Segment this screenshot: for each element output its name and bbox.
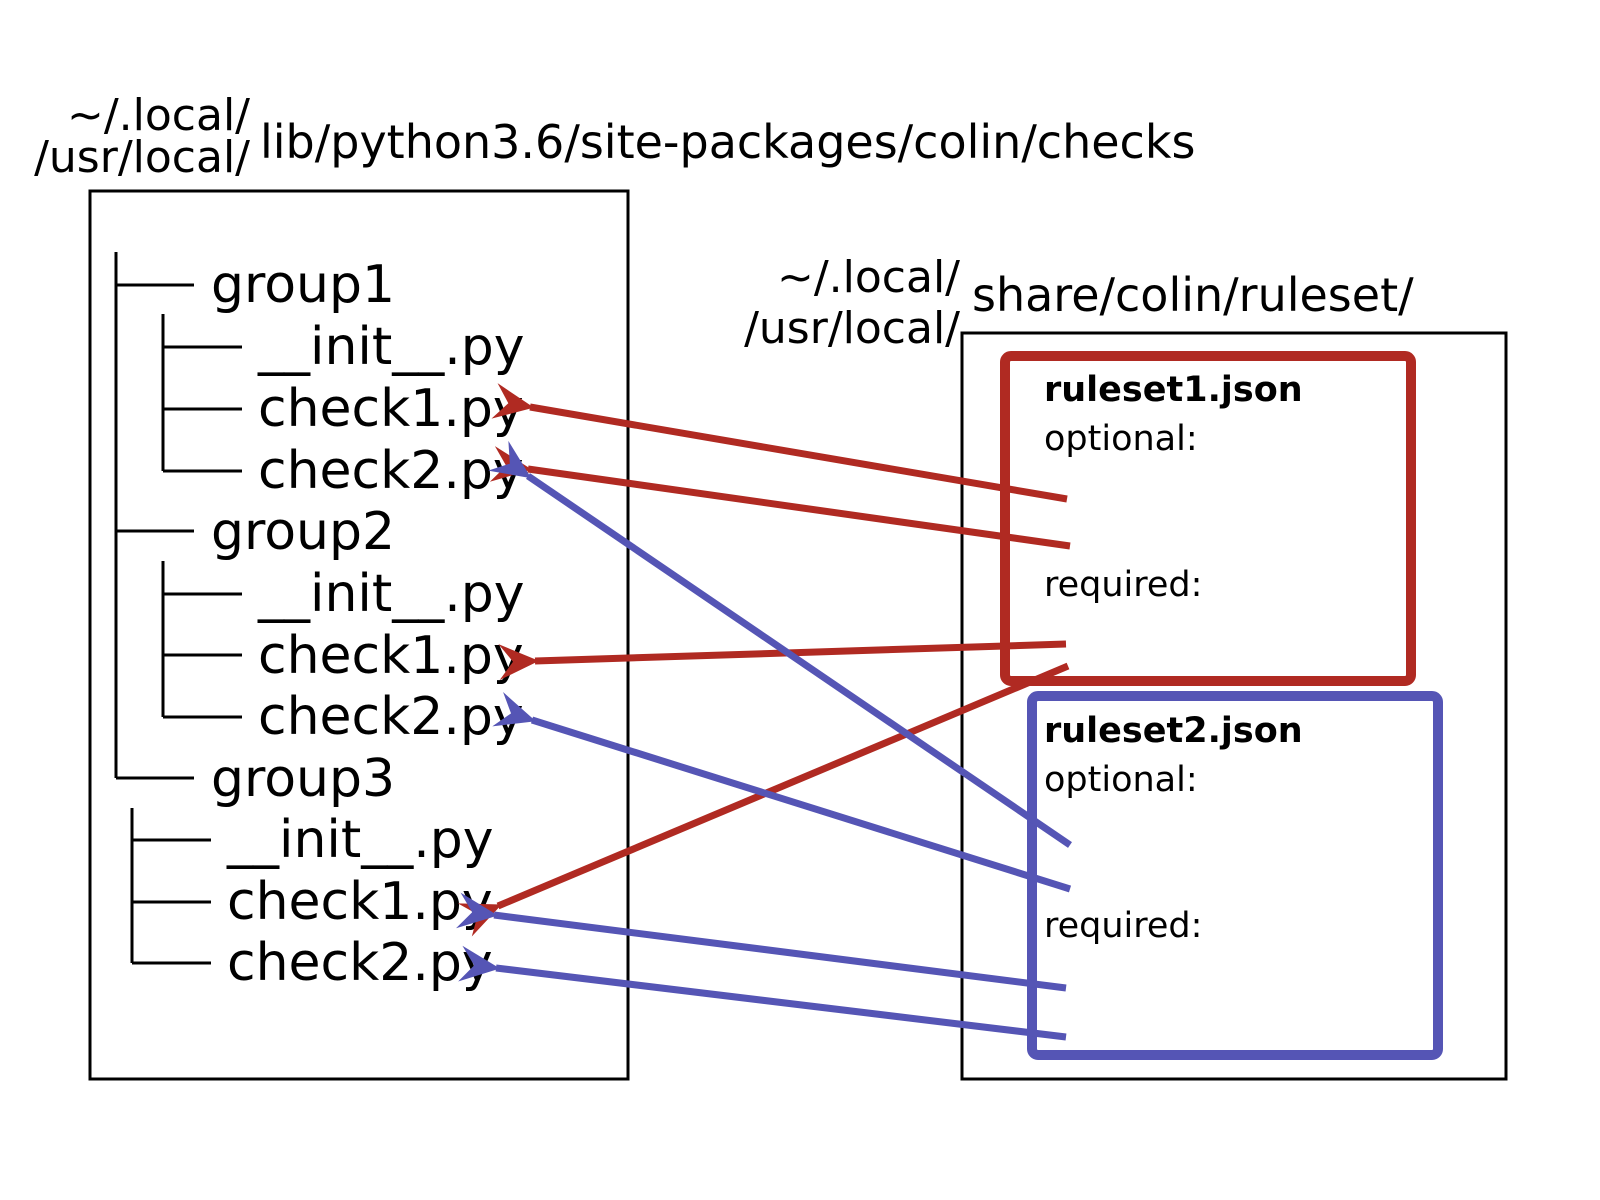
arrow-ruleset2-group1-check2 [488, 440, 1072, 848]
tree-connectors [114, 252, 242, 965]
group1-check2-file: check2.py [258, 441, 524, 501]
checks-directory-frame [88, 189, 630, 1081]
ruleset1-required-label: required: [1044, 565, 1202, 605]
ruleset1-optional-label: optional: [1044, 419, 1198, 459]
ruleset2-box: ruleset2.json optional: required: [1027, 691, 1443, 1060]
ruleset2-required-label: required: [1044, 906, 1202, 946]
group3-file-connectors [130, 808, 211, 965]
group1-label: group1 [211, 255, 395, 315]
ruleset-directory: ~/.local/ /usr/local/ share/colin/rulese… [744, 252, 1508, 1081]
ruleset2-title: ruleset2.json [1044, 711, 1303, 751]
group1-file-connectors [161, 314, 242, 473]
group2-label: group2 [211, 502, 395, 562]
ruleset1-title: ruleset1.json [1044, 370, 1303, 410]
ruleset2-optional-label: optional: [1044, 760, 1198, 800]
reference-arrows [456, 383, 1072, 1041]
ruleset-path: share/colin/ruleset/ [972, 268, 1414, 322]
arrow-ruleset1-group1-check2 [489, 446, 1071, 550]
group-connectors [114, 252, 194, 780]
group3-init-file: __init__.py [226, 810, 494, 870]
arrow-ruleset2-group3-check1 [456, 892, 1067, 992]
group1-init-file: __init__.py [257, 317, 525, 377]
group2-file-connectors [161, 561, 242, 719]
checks-prefix-home: ~/.local/ [67, 90, 250, 141]
group3-check1-file: check1.py [227, 872, 493, 932]
group2-init-file: __init__.py [257, 564, 525, 624]
arrow-ruleset1-group2-check1 [498, 640, 1067, 681]
group2-check2-file: check2.py [258, 687, 524, 747]
ruleset1-box: ruleset1.json optional: required: [1000, 351, 1416, 686]
ruleset-prefix-usr: /usr/local/ [744, 303, 960, 354]
checks-directory: ~/.local/ /usr/local/ lib/python3.6/site… [34, 90, 1195, 1081]
checks-prefix-usr: /usr/local/ [34, 132, 250, 183]
arrow-ruleset1-group3-check1 [457, 662, 1070, 937]
group3-label: group3 [211, 749, 395, 809]
ruleset-directory-frame [960, 331, 1508, 1081]
checks-path: lib/python3.6/site-packages/colin/checks [260, 115, 1195, 169]
ruleset1-frame [1000, 351, 1416, 686]
ruleset-prefix-home: ~/.local/ [777, 252, 960, 303]
arrow-ruleset2-group2-check2 [492, 692, 1072, 893]
arrow-ruleset2-group3-check2 [458, 945, 1067, 1041]
arrow-ruleset1-group1-check1 [491, 383, 1068, 503]
group2-check1-file: check1.py [258, 626, 524, 686]
group1-check1-file: check1.py [258, 379, 524, 439]
group3-check2-file: check2.py [227, 933, 493, 993]
